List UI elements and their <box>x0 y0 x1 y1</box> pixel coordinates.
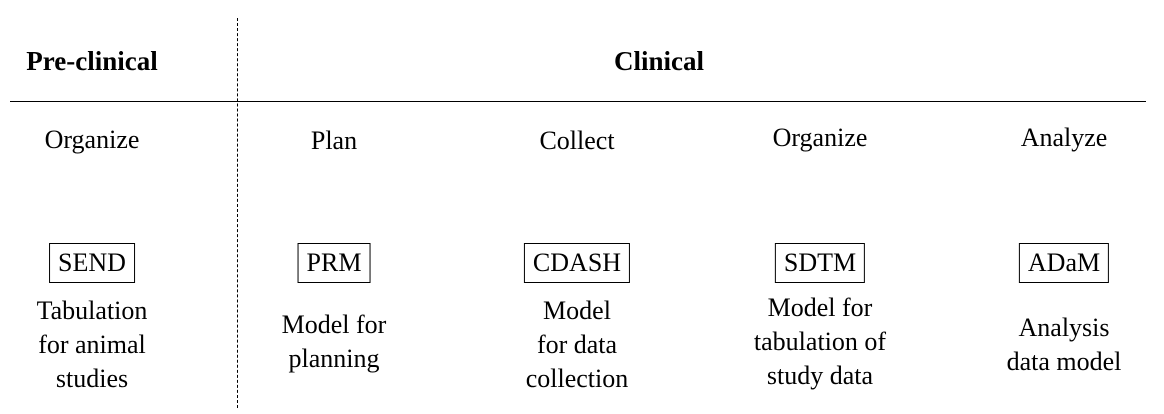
standard-box-cdash: CDASH <box>523 243 631 283</box>
preclinical-header: Pre-clinical <box>26 46 158 76</box>
description-line: study data <box>766 361 874 390</box>
description-line: Model <box>543 296 611 325</box>
description-line: for animal <box>38 330 146 359</box>
phase-label: Organize <box>772 123 868 152</box>
preclinical-clinical-divider <box>237 18 238 408</box>
description-line: planning <box>288 344 380 373</box>
description-line: studies <box>55 364 129 393</box>
standard-description: Model for tabulation of study data <box>705 291 935 393</box>
standard-box-send: SEND <box>49 243 135 283</box>
phase-label: Organize <box>44 125 140 154</box>
standard-description: Analysis data model <box>949 311 1164 379</box>
column-adam: Analyze ADaM Analysis data model <box>949 0 1164 414</box>
description-line: data model <box>1006 347 1122 376</box>
clinical-header: Clinical <box>613 46 705 76</box>
description-line: Model for <box>281 310 387 339</box>
column-sdtm: Organize SDTM Model for tabulation of st… <box>705 0 935 414</box>
standard-box-sdtm: SDTM <box>774 243 866 283</box>
description-line: Model for <box>767 293 873 322</box>
description-line: tabulation of <box>753 327 887 356</box>
phase-label: Plan <box>310 126 358 155</box>
description-line: collection <box>525 364 629 393</box>
column-cdash: Collect CDASH Model for data collection <box>462 0 692 414</box>
description-line: for data <box>536 330 618 359</box>
column-send: Organize SEND Tabulation for animal stud… <box>0 0 207 414</box>
header-rule <box>10 101 1146 102</box>
description-line: Analysis <box>1018 313 1110 342</box>
phase-label: Collect <box>539 126 615 155</box>
standard-box-adam: ADaM <box>1018 243 1110 283</box>
phase-label: Analyze <box>1020 123 1108 152</box>
standard-description: Model for data collection <box>462 294 692 396</box>
standard-description: Model for planning <box>219 308 449 376</box>
column-prm: Plan PRM Model for planning <box>219 0 449 414</box>
standard-box-prm: PRM <box>297 243 371 283</box>
description-line: Tabulation <box>36 296 148 325</box>
standard-description: Tabulation for animal studies <box>0 294 207 396</box>
